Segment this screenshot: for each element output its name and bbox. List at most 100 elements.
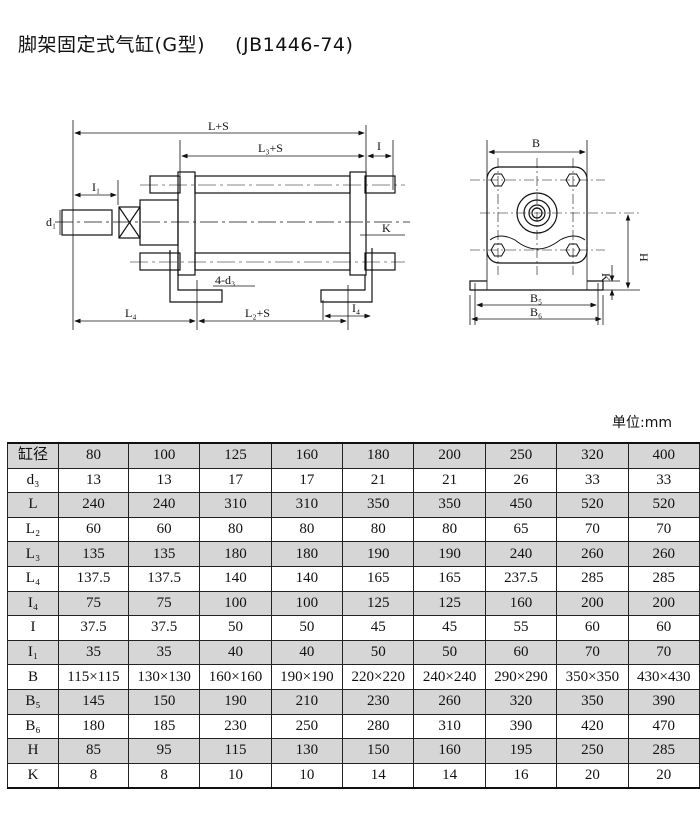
table-cell: 285	[556, 565, 629, 592]
table-cell: 230	[342, 688, 415, 715]
row-label: L₄	[7, 565, 59, 592]
table-cell: 200	[627, 590, 700, 617]
row-label: L	[7, 492, 59, 518]
label-i1: I₁	[92, 180, 100, 194]
table-cell: 100	[127, 441, 201, 469]
table-cell: 40	[270, 639, 344, 666]
table-cell: 190×190	[270, 664, 344, 690]
table-cell: 400	[627, 441, 700, 469]
table-cell: 200	[556, 590, 629, 617]
table-cell: 200	[413, 441, 486, 469]
label-d1: d₁	[46, 215, 56, 229]
table-cell: 390	[484, 713, 558, 740]
table-cell: 100	[270, 590, 344, 617]
table-cell: 21	[413, 467, 486, 494]
table-cell: 160×160	[199, 664, 272, 690]
table-cell: 250	[556, 738, 629, 764]
table-cell: 125	[199, 441, 272, 469]
table-cell: 40	[199, 639, 272, 666]
table-cell: 237.5	[484, 565, 558, 592]
table-cell: 35	[127, 639, 201, 666]
table-cell: 35	[58, 639, 129, 666]
table-cell: 310	[270, 492, 344, 518]
table-cell: 220×220	[342, 664, 415, 690]
table-cell: 95	[127, 738, 201, 764]
table-cell: 240	[484, 541, 558, 567]
row-label: B	[7, 664, 59, 690]
table-cell: 180	[58, 713, 129, 740]
row-label: I₁	[7, 639, 59, 666]
label-l3-plus-s: L₃+S	[258, 141, 283, 155]
label-l-plus-s: L+S	[208, 119, 229, 133]
table-cell: 115	[199, 738, 272, 764]
table-cell: 50	[199, 615, 272, 641]
label-l4: L₄	[125, 306, 137, 320]
table-cell: 420	[556, 713, 629, 740]
table-cell: 240	[58, 492, 129, 518]
table-cell: 137.5	[127, 565, 201, 592]
table-cell: 45	[342, 615, 415, 641]
table-cell: 70	[627, 516, 700, 543]
table-cell: 50	[342, 639, 415, 666]
end-view-drawing: B H K B₅ B₆	[469, 136, 651, 325]
table-cell: 520	[627, 492, 700, 518]
table-cell: 80	[270, 516, 344, 543]
table-cell: 520	[556, 492, 629, 518]
table-cell: 430×430	[627, 664, 700, 690]
table-cell: 125	[413, 590, 486, 617]
table-cell: 45	[413, 615, 486, 641]
table-cell: 13	[127, 467, 201, 494]
table-cell: 80	[58, 441, 129, 469]
table-cell: 135	[58, 541, 129, 567]
table-cell: 150	[127, 688, 201, 715]
table-cell: 310	[199, 492, 272, 518]
table-cell: 450	[484, 492, 558, 518]
table-cell: 60	[484, 639, 558, 666]
table-cell: 250	[270, 713, 344, 740]
label-h: H	[637, 253, 651, 262]
table-cell: 85	[58, 738, 129, 764]
table-cell: 230	[199, 713, 272, 740]
table-cell: 60	[627, 615, 700, 641]
table-cell: 260	[556, 541, 629, 567]
table-cell: 125	[342, 590, 415, 617]
row-label: d₃	[7, 467, 59, 494]
table-cell: 80	[413, 516, 486, 543]
table-cell: 350	[413, 492, 486, 518]
table-cell: 75	[58, 590, 129, 617]
table-cell: 8	[58, 762, 129, 790]
table-cell: 50	[413, 639, 486, 666]
row-label: K	[7, 762, 59, 790]
table-cell: 80	[342, 516, 415, 543]
row-label: L₂	[7, 516, 59, 543]
table-cell: 240	[127, 492, 201, 518]
table-cell: 16	[484, 762, 558, 790]
table-cell: 350	[556, 688, 629, 715]
row-label: L₃	[7, 541, 59, 567]
table-cell: 250	[484, 441, 558, 469]
table-cell: 50	[270, 615, 344, 641]
table-cell: 20	[556, 762, 629, 790]
table-cell: 14	[342, 762, 415, 790]
table-cell: 350×350	[556, 664, 629, 690]
table-cell: 240×240	[413, 664, 486, 690]
cylinder-drawings: L+S L₃+S I I₁ d₁ K 4-d₃ L₄ L₂+S I₄	[46, 119, 651, 330]
table-cell: 100	[199, 590, 272, 617]
table-cell: 60	[556, 615, 629, 641]
table-cell: 145	[58, 688, 129, 715]
table-cell: 70	[556, 516, 629, 543]
table-cell: 165	[413, 565, 486, 592]
table-cell: 285	[627, 738, 700, 764]
table-cell: 210	[270, 688, 344, 715]
